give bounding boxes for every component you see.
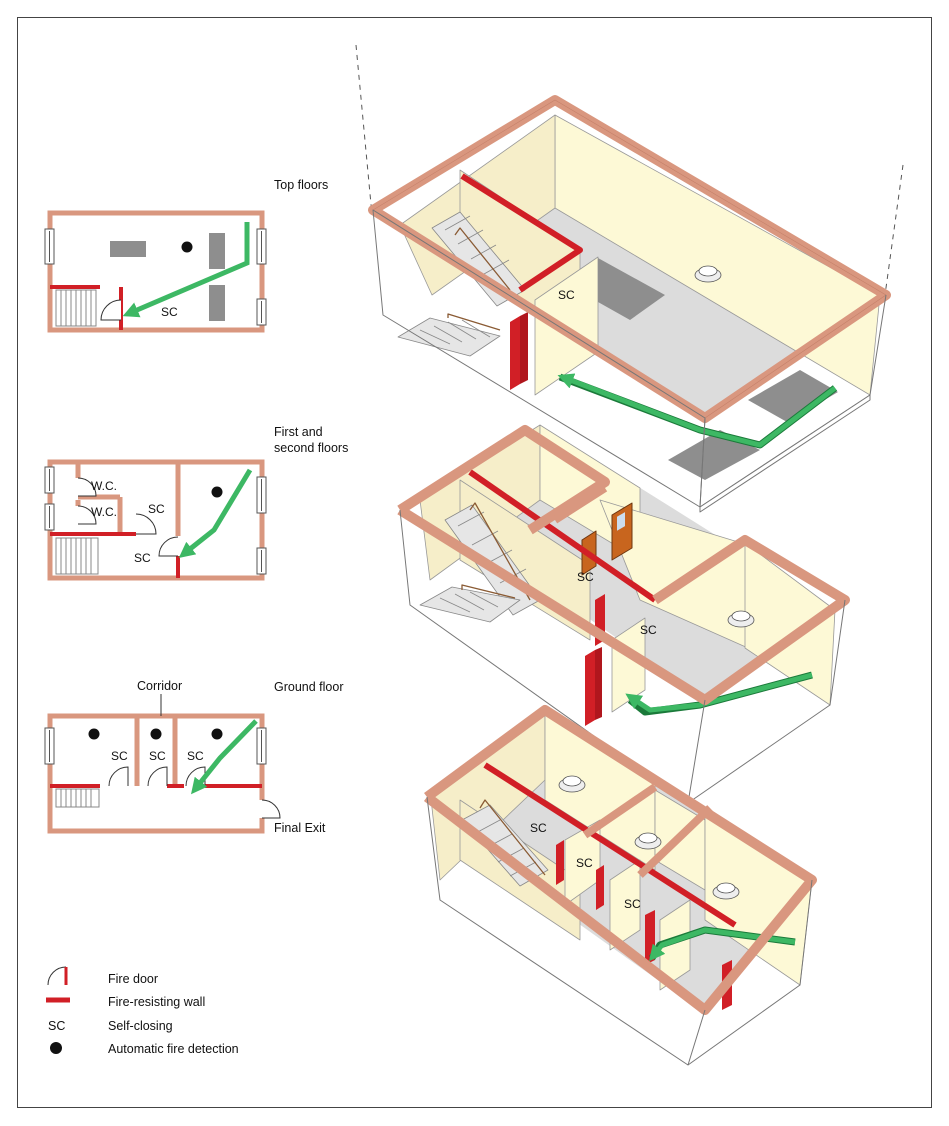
sc-label: SC [148,502,165,516]
fire-detector-icon [88,728,100,740]
sc-label: SC [111,749,128,763]
legend-sc-symbol: SC [48,1019,65,1033]
legend-self-closing-label: Self-closing [108,1019,173,1033]
guide-lines [355,44,904,296]
sc-label: SC [134,551,151,565]
fire-detector-icon [211,486,223,498]
fire-door-icon [100,299,122,321]
legend-detection-label: Automatic fire detection [108,1042,239,1056]
iso-ground-floor: SC SC SC [423,705,817,1066]
window-icon [44,727,267,765]
legend-fire-detector-icon [50,1042,62,1054]
window-icon [44,466,267,575]
fire-detector-icon [211,728,223,740]
wc-label: W.C. [91,505,117,519]
label-first-second-floors-2: second floors [274,441,348,455]
fire-detector-icon [150,728,162,740]
plan-first-second-floors: W.C. W.C. SC SC [44,459,267,581]
plan-ground-floor: SC SC SC [44,694,281,834]
label-final-exit: Final Exit [274,821,326,835]
window-icon [44,228,267,326]
sc-label: SC [558,288,575,302]
sc-label: SC [149,749,166,763]
legend-fire-door-label: Fire door [108,972,158,986]
sc-label: SC [624,897,641,911]
stairs [397,211,526,357]
sc-label: SC [577,570,594,584]
sc-label: SC [530,821,547,835]
stairs [55,289,97,327]
sc-label: SC [640,623,657,637]
plan-top-floors: SC [44,210,267,333]
diagram-frame [17,17,932,1108]
legend: Fire door Fire-resisting wall SC Self-cl… [46,966,239,1056]
label-top-floors: Top floors [274,178,328,192]
sc-label: SC [161,305,178,319]
fire-door-icon [77,477,179,557]
stairs [55,537,99,575]
fire-detector-icon [181,241,193,253]
stairs [55,788,100,808]
iso-first-floor: SC SC [397,424,850,804]
label-corridor: Corridor [137,679,182,693]
legend-fire-door-icon [47,966,68,986]
label-first-second-floors-1: First and [274,425,323,439]
wc-label: W.C. [91,479,117,493]
legend-fire-wall-label: Fire-resisting wall [108,995,205,1009]
sc-label: SC [187,749,204,763]
iso-top-floor: SC [368,95,891,513]
label-ground-floor: Ground floor [274,680,343,694]
sc-label: SC [576,856,593,870]
